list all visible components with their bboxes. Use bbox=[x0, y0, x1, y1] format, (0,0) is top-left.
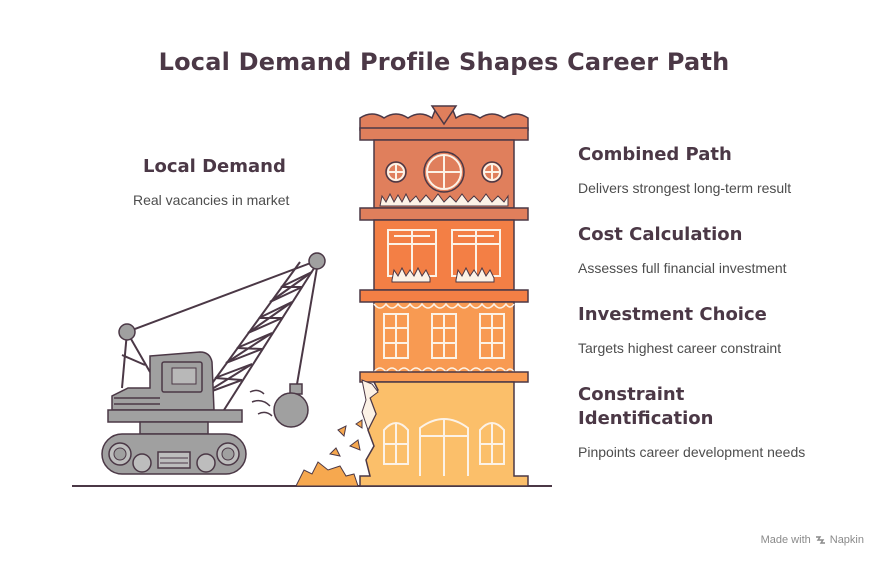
napkin-brand-label: Napkin bbox=[829, 534, 864, 546]
combined-path-title: Combined Path bbox=[578, 144, 732, 165]
building-icon bbox=[359, 105, 529, 487]
page-title: Local Demand Profile Shapes Career Path bbox=[158, 48, 730, 76]
investment-choice-title: Investment Choice bbox=[578, 304, 767, 325]
cost-calculation-description: Assesses full financial investment bbox=[578, 260, 787, 276]
investment-choice-description: Targets highest career constraint bbox=[578, 340, 782, 356]
local-demand-description: Real vacancies in market bbox=[133, 192, 290, 208]
wrecking-crane-icon bbox=[101, 252, 326, 475]
constraint-title-line-1: Constraint bbox=[578, 384, 685, 405]
made-with-label: Made with bbox=[760, 534, 811, 546]
wrecking-ball-icon bbox=[249, 383, 309, 428]
constraint-identification-title: Constraint Identification bbox=[578, 383, 714, 431]
debris bbox=[295, 419, 363, 487]
cost-calculation-title: Cost Calculation bbox=[578, 224, 743, 245]
constraint-title-line-2: Identification bbox=[578, 408, 714, 429]
combined-path-description: Delivers strongest long-term result bbox=[578, 180, 792, 196]
local-demand-title: Local Demand bbox=[143, 156, 286, 177]
napkin-logo-icon bbox=[815, 535, 825, 544]
made-with-napkin-footer[interactable]: Made with Napkin bbox=[761, 534, 864, 546]
constraint-identification-description: Pinpoints career development needs bbox=[578, 444, 806, 460]
